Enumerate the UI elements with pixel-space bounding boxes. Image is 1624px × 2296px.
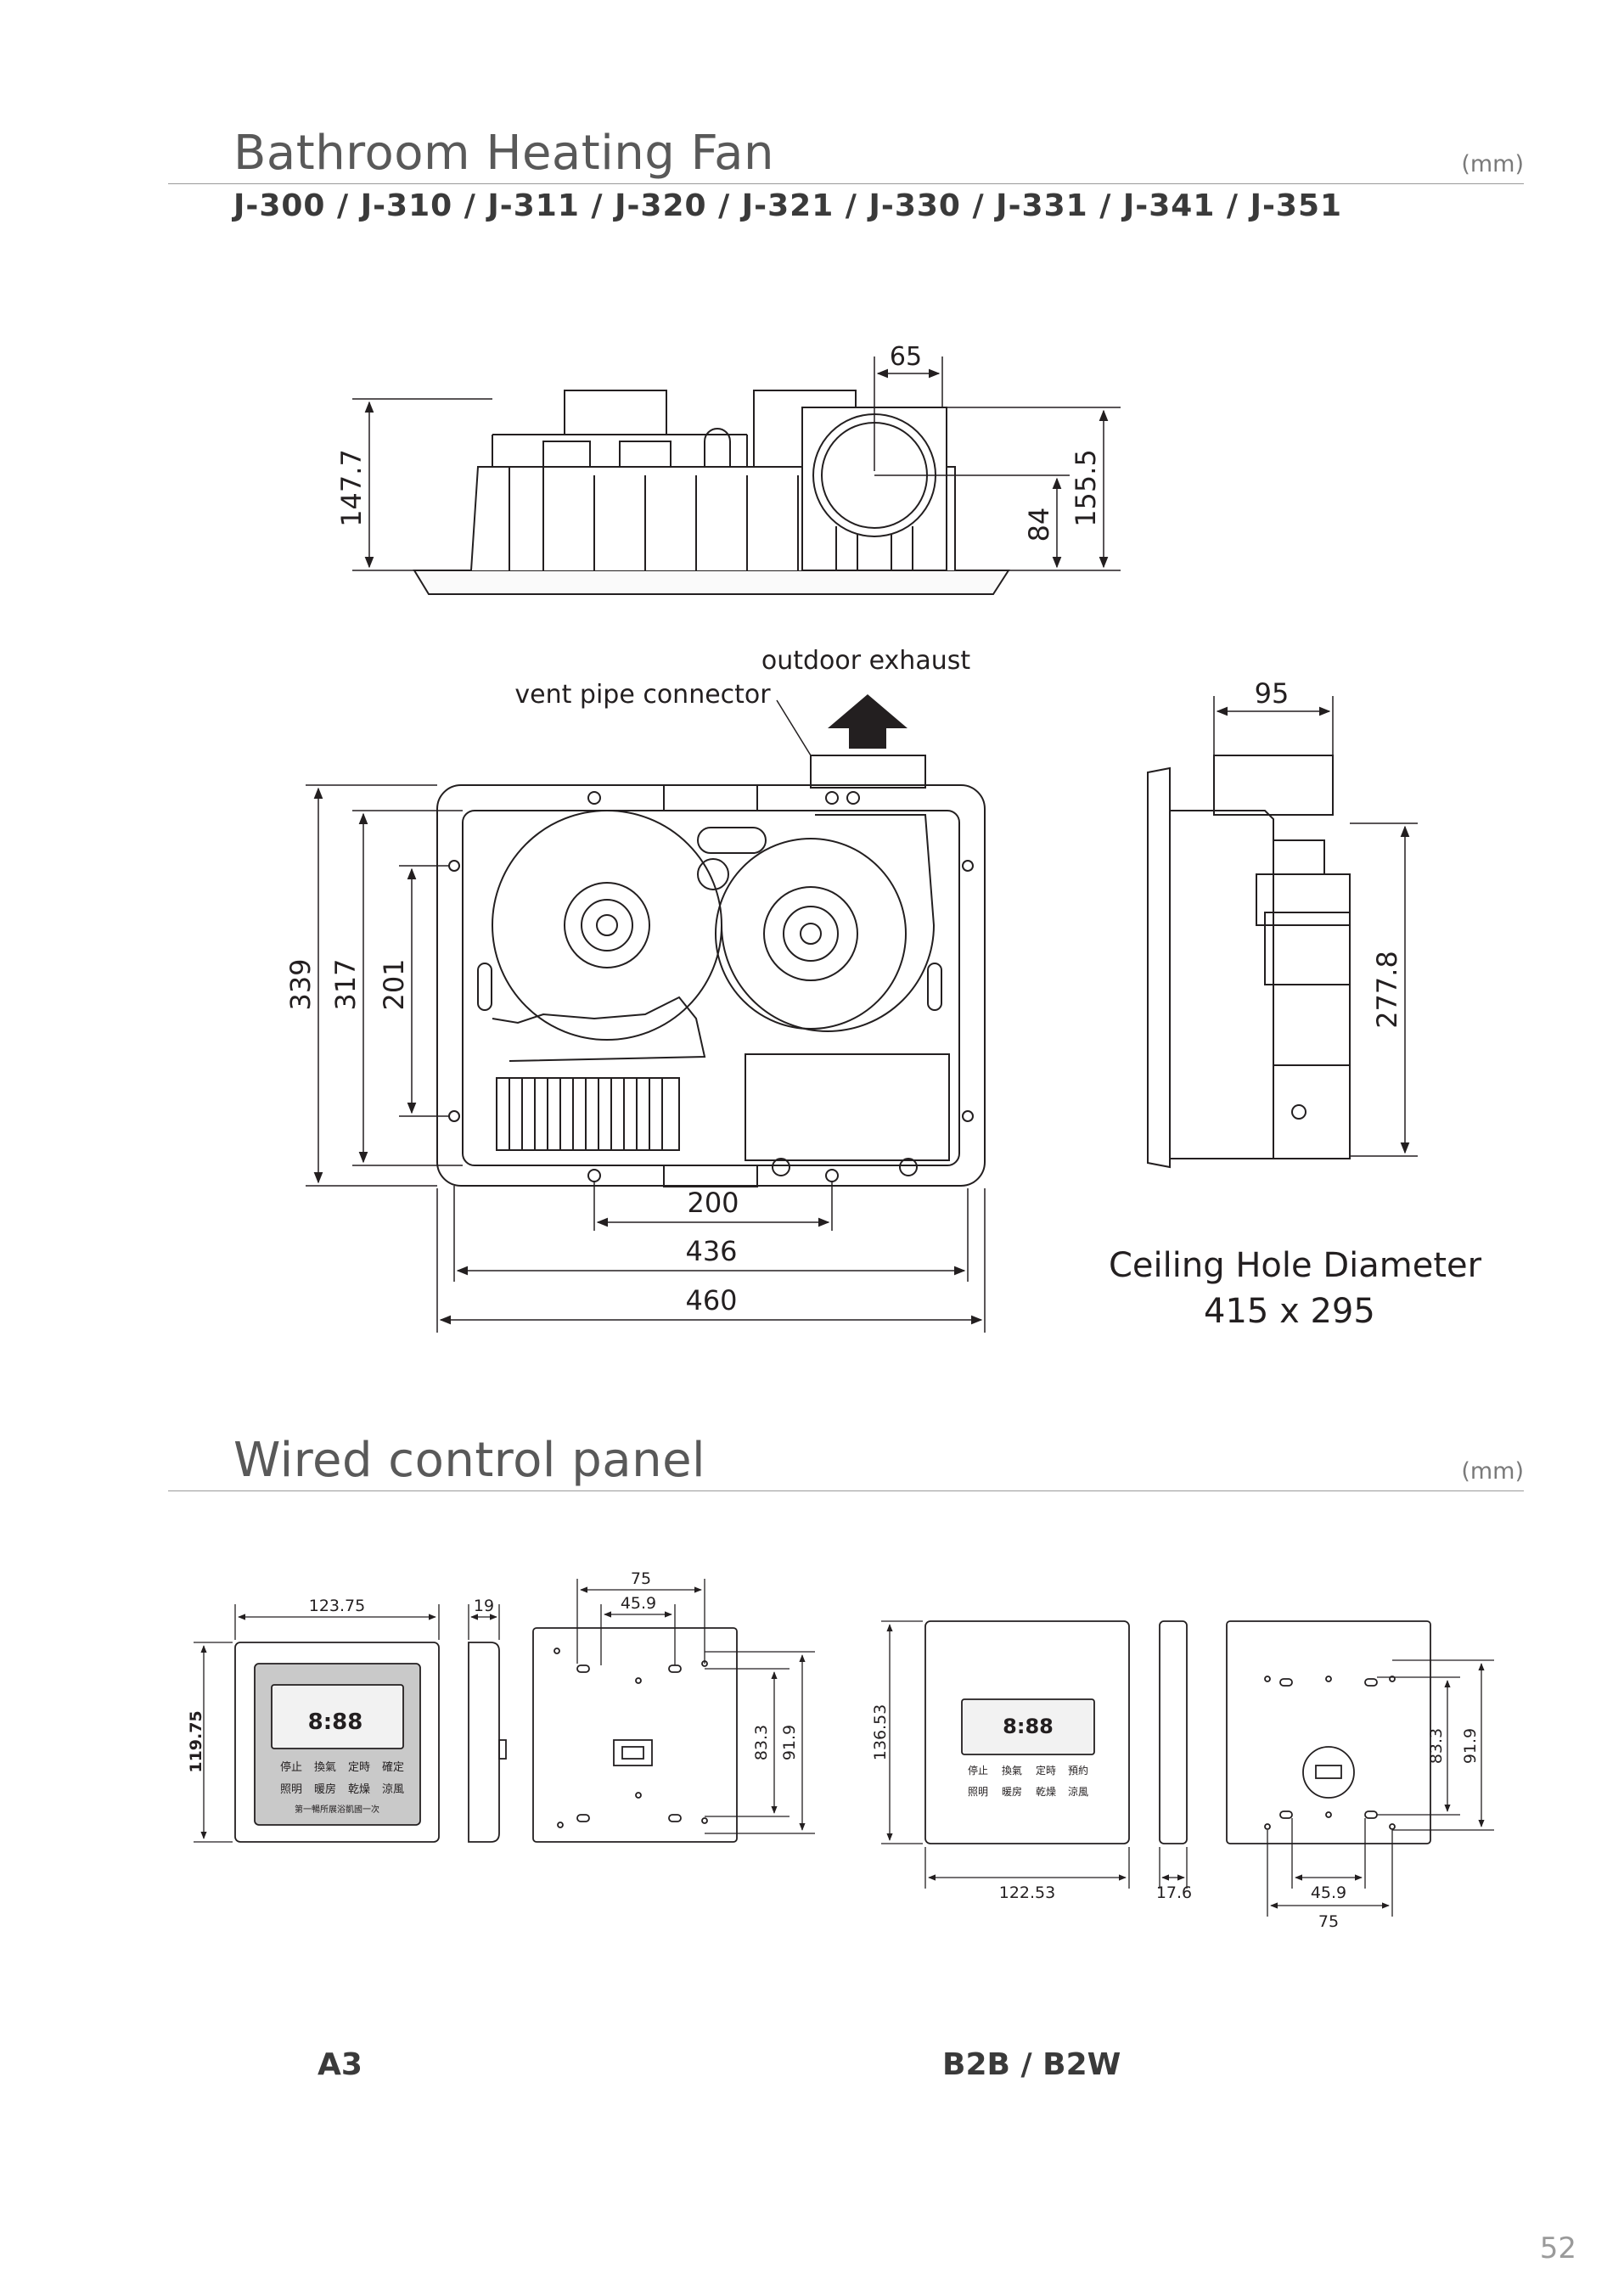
a3-btn-r1-0: 停止 [280,1760,302,1774]
panel-title-rule [168,1490,1524,1491]
a3-btn-r2-0: 照明 [280,1783,302,1796]
a3-side-view [468,1642,507,1843]
b2-model-label: B2B / B2W [942,2047,1121,2082]
fan-title-rule [168,183,1524,184]
dim-147-7: 147.7 [335,449,368,527]
dim-200: 200 [687,1187,739,1219]
b2-back-view [1226,1620,1431,1844]
a3-btn-r2-1: 暖房 [314,1782,336,1796]
b2-mount-outer-dim: 75 [1318,1912,1339,1931]
dim-339: 339 [284,958,317,1010]
b2-btn-r1-0: 停止 [968,1764,988,1777]
a3-btn-r1-2: 定時 [348,1761,370,1774]
b2-btn-r2-3: 涼風 [1068,1785,1088,1798]
panel-unit-label: (mm) [1461,1458,1524,1485]
b2-side-view [1159,1620,1188,1844]
b2-depth-dim: 17.6 [1156,1883,1192,1902]
fan-side-view [413,390,1010,595]
b2-btn-r1-3: 預約 [1068,1764,1088,1777]
dim-317: 317 [329,958,362,1010]
a3-btn-r1-1: 換氣 [314,1761,336,1774]
b2-height-dim: 136.53 [871,1704,890,1760]
dim-65: 65 [890,342,922,372]
dim-155-5: 155.5 [1070,449,1102,527]
a3-front-view [234,1642,440,1843]
a3-mount-inner-dim: 45.9 [621,1594,656,1613]
b2-btn-r1-1: 換氣 [1002,1765,1022,1777]
dim-277-8: 277.8 [1371,951,1403,1029]
fan-unit-label: (mm) [1461,151,1524,177]
b2-button-labels: 停止 換氣 定時 預約 照明 暖房 乾燥 涼風 [968,1764,1088,1798]
a3-width-dim: 123.75 [309,1597,365,1615]
page-number: 52 [1539,2231,1576,2265]
fan-right-side-view [1147,755,1351,1169]
b2-btn-r2-1: 暖房 [1002,1785,1022,1798]
b2-mount-v-inner-dim: 83.3 [1427,1728,1446,1764]
fan-section-title: Bathroom Heating Fan [233,126,774,181]
a3-btn-r1-3: 確定 [382,1760,404,1774]
b2-btn-r2-0: 照明 [968,1786,988,1798]
dim-84: 84 [1023,508,1055,542]
a3-btn-r2-3: 涼風 [382,1783,404,1796]
dim-95: 95 [1255,677,1290,710]
b2-width-dim: 122.53 [999,1883,1055,1902]
fan-front-view [436,755,986,1187]
dim-436: 436 [685,1235,737,1267]
a3-depth-dim: 19 [474,1597,494,1615]
b2-btn-r1-2: 定時 [1036,1764,1056,1777]
panel-drawing: 8:88 停止 換氣 定時 確定 照明 暖房 乾燥 涼風 第一暢所展浴凱國一次 [187,1569,1494,1931]
a3-height-dim: 119.75 [187,1710,205,1772]
a3-btn-r2-2: 乾燥 [348,1783,370,1796]
a3-footer-text: 第一暢所展浴凱國一次 [295,1804,379,1815]
a3-mount-v-inner-dim: 83.3 [752,1725,771,1760]
a3-mount-outer-dim: 75 [631,1569,651,1588]
dim-201: 201 [378,958,410,1010]
b2-mount-inner-dim: 45.9 [1311,1883,1346,1902]
a3-display-digits: 8:88 [308,1709,363,1735]
panel-section-title: Wired control panel [233,1433,706,1488]
ceiling-hole-value: 415 x 295 [1204,1292,1375,1331]
b2-btn-r2-2: 乾燥 [1036,1786,1056,1798]
b2-mount-v-outer-dim: 91.9 [1461,1728,1480,1764]
b2-front-view [924,1620,1130,1844]
fan-model-list: J-300 / J-310 / J-311 / J-320 / J-321 / … [233,188,1343,223]
fan-drawing: 65 147.7 84 155.5 outdoor exhaust vent p… [284,342,1418,1333]
a3-model-label: A3 [317,2047,362,2082]
outdoor-exhaust-label: outdoor exhaust [761,646,970,676]
ceiling-hole-label: Ceiling Hole Diameter [1109,1246,1482,1285]
b2-display-digits: 8:88 [1003,1715,1054,1738]
a3-mount-v-outer-dim: 91.9 [780,1725,799,1760]
a3-button-labels: 停止 換氣 定時 確定 照明 暖房 乾燥 涼風 第一暢所展浴凱國一次 [280,1760,404,1815]
dim-460: 460 [685,1284,737,1316]
a3-back-view [532,1627,738,1843]
vent-pipe-connector-label: vent pipe connector [514,680,771,710]
